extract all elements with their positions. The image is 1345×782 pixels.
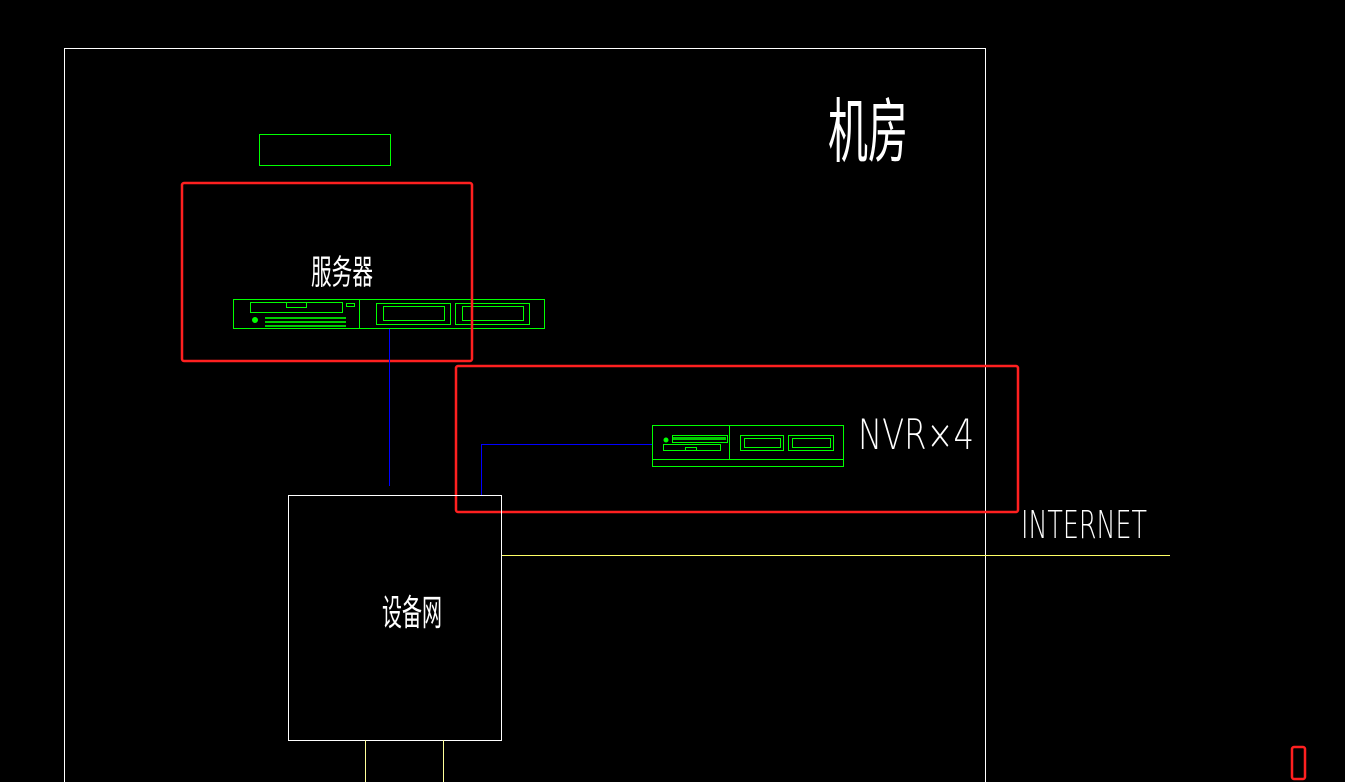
room-boundary <box>64 48 986 782</box>
nvr-power-led <box>663 437 669 443</box>
nvr-label: NVR×4 <box>858 410 974 459</box>
nvr-highlight-box <box>454 364 1020 514</box>
internet-label: INTERNET <box>1021 503 1147 547</box>
room-label: 机房 <box>828 91 908 173</box>
label-box <box>259 134 391 166</box>
server-rack-unit <box>233 299 545 329</box>
nvr-port-grid <box>673 437 726 440</box>
server-power-led <box>252 317 258 323</box>
nvr-unit <box>652 425 844 467</box>
red-marker <box>1290 745 1307 781</box>
nvr-link <box>481 444 652 495</box>
server-port-grid <box>265 317 346 327</box>
server-highlight-box <box>180 181 474 363</box>
server-label: 服务器 <box>311 253 373 293</box>
device-network-label: 设备网 <box>382 593 442 634</box>
device-network-box <box>288 495 502 741</box>
